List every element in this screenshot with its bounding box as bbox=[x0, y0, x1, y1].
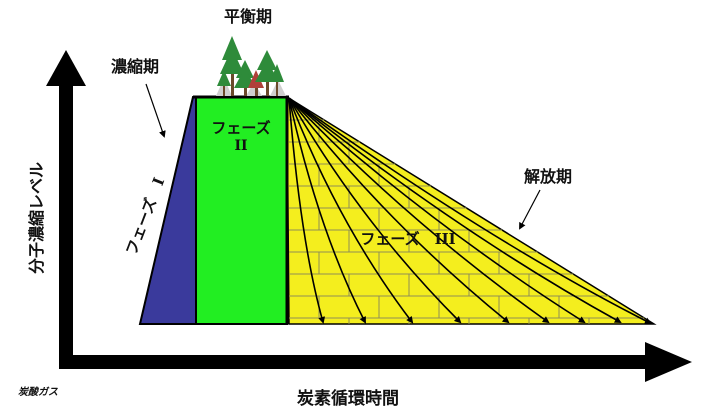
label-concentration: 濃縮期 bbox=[111, 57, 159, 76]
label-phase2-line1: フェーズ bbox=[211, 119, 270, 137]
x-axis-bar bbox=[59, 355, 651, 369]
y-axis-label: 分子濃縮レベル bbox=[27, 162, 46, 274]
phase2-region bbox=[195, 96, 288, 325]
label-release: 解放期 bbox=[524, 167, 572, 186]
concentration-pointer bbox=[145, 83, 166, 138]
phase3-region bbox=[286, 95, 657, 325]
phase3-ray-arrow bbox=[288, 97, 366, 324]
label-equilibrium: 平衡期 bbox=[224, 7, 272, 26]
forest-icon bbox=[216, 36, 286, 96]
y-axis-arrowhead bbox=[46, 50, 86, 86]
phase3-ray-arrow bbox=[288, 97, 550, 324]
axes bbox=[46, 50, 692, 382]
phase3-ray-arrow bbox=[288, 97, 326, 324]
phase3-ray-arrow bbox=[288, 97, 414, 324]
phase3-ray-arrow bbox=[288, 97, 622, 323]
origin-label: 炭酸ガス bbox=[18, 386, 58, 398]
phase3-ray-arrow bbox=[288, 97, 462, 324]
release-pointer bbox=[519, 189, 541, 230]
phase3-ray-arrow bbox=[288, 97, 652, 324]
x-axis-arrowhead bbox=[645, 342, 692, 382]
label-phase2-line2: II bbox=[234, 138, 247, 154]
y-axis-bar bbox=[59, 80, 73, 362]
phase3-ray-arrow bbox=[288, 97, 510, 324]
phase3-ray-arrow bbox=[288, 97, 586, 324]
label-phase3: フェーズ III bbox=[360, 230, 455, 248]
x-axis-label: 炭素循環時間 bbox=[297, 388, 399, 409]
